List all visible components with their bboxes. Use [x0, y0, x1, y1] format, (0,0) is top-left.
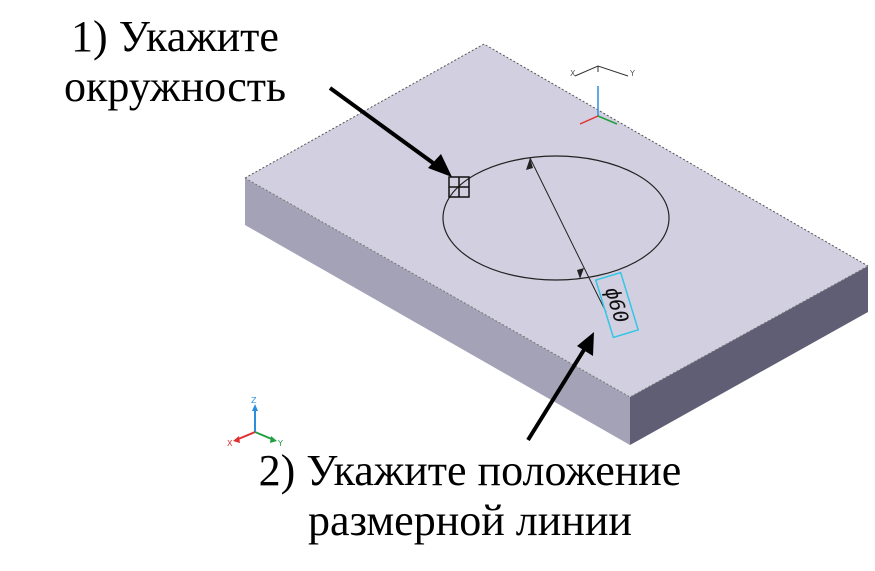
svg-text:Y: Y: [629, 69, 635, 78]
instruction-step-1-line-1: 1) Укажите: [71, 12, 279, 61]
axis-z-label: Z: [251, 396, 257, 405]
plate-top-face[interactable]: [245, 44, 868, 397]
pointer-arrow-1: [328, 86, 452, 177]
dimension-arrow-bottom: [577, 268, 584, 279]
plate-top-back-edges: [244, 43, 869, 267]
plate-top-front-edges: [244, 177, 869, 398]
dimension-highlight-box: [594, 271, 640, 339]
plate-front-face: [245, 178, 630, 445]
instruction-step-2-line-1: 2) Укажите положение: [258, 446, 682, 495]
instruction-step-2: 2) Укажите положение размерной линии: [190, 446, 750, 546]
circle-edge[interactable]: [442, 155, 670, 281]
cursor-icon: [448, 176, 470, 198]
svg-text:X: X: [570, 69, 576, 78]
instruction-step-1-line-2: окружность: [63, 62, 287, 111]
axis-y-label: Y: [277, 439, 283, 448]
dimension-line[interactable]: [529, 157, 596, 291]
local-axis-icon: X Y: [570, 65, 635, 125]
plate-right-face: [630, 266, 868, 445]
instruction-step-1: 1) Укажите окружность: [20, 12, 330, 112]
axis-x-label: X: [227, 439, 233, 448]
pointer-arrow-2: [526, 332, 594, 442]
axis-triad-icon: Z X Y: [227, 396, 283, 448]
dimension-arrow-top: [526, 158, 533, 170]
instruction-step-2-line-2: размерной линии: [308, 496, 632, 545]
